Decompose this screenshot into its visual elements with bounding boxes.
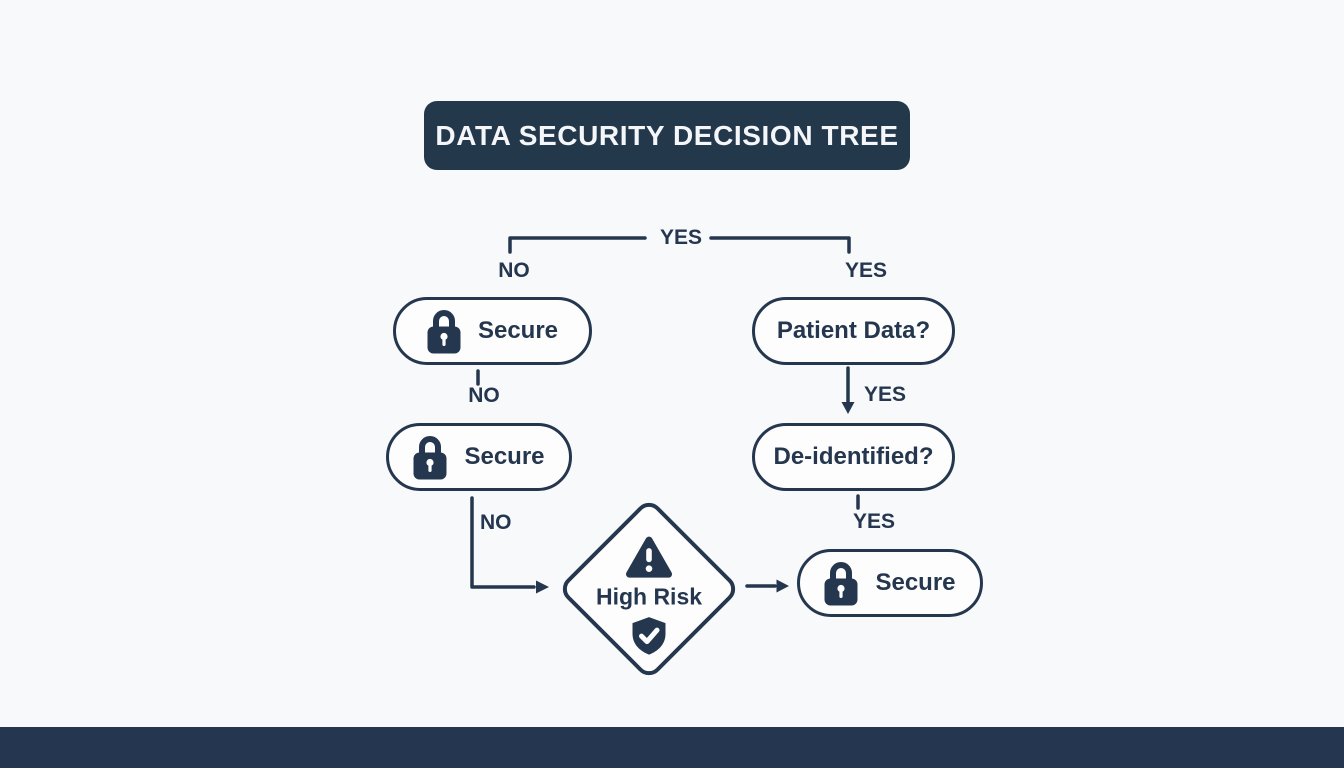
lock-icon	[427, 308, 461, 354]
edge-label-root-no-left: NO	[498, 259, 530, 282]
node-secure-top: Secure	[393, 297, 592, 365]
arrowhead-secure-mid-to-highrisk	[536, 580, 549, 594]
edge-label-root-yes-right: YES	[845, 259, 888, 282]
node-secure-mid: Secure	[386, 423, 572, 491]
lock-icon	[413, 434, 447, 480]
arrowhead-highrisk-to-secure	[776, 579, 789, 593]
arrowhead-patient-to-deidentified	[841, 402, 855, 414]
node-label: De-identified?	[773, 443, 934, 470]
warning-icon	[625, 534, 673, 578]
edge-label-yes-mid: YES	[864, 383, 907, 406]
node-label: Secure	[875, 569, 956, 596]
node-label: Patient Data?	[776, 317, 931, 344]
node-patient-data: Patient Data?	[752, 297, 955, 365]
edge-label-root-yes-center: YES	[659, 226, 703, 249]
edge-label-no-bottom: NO	[480, 511, 512, 534]
node-label: High Risk	[595, 583, 703, 610]
node-secure-final: Secure	[797, 549, 983, 617]
edge-label-no-mid: NO	[468, 384, 500, 407]
node-label: Secure	[464, 443, 545, 470]
node-label: Secure	[477, 317, 559, 344]
node-high-risk: High Risk	[557, 497, 741, 681]
footer-bar	[0, 727, 1344, 768]
shield-check-icon	[630, 615, 668, 655]
lock-icon	[824, 560, 858, 606]
high-risk-content: High Risk	[559, 505, 739, 685]
title-banner: DATA SECURITY DECISION TREE	[424, 101, 910, 170]
edge-label-yes-bottom: YES	[853, 510, 896, 533]
node-de-identified: De-identified?	[752, 423, 955, 491]
page-title: DATA SECURITY DECISION TREE	[435, 119, 899, 151]
